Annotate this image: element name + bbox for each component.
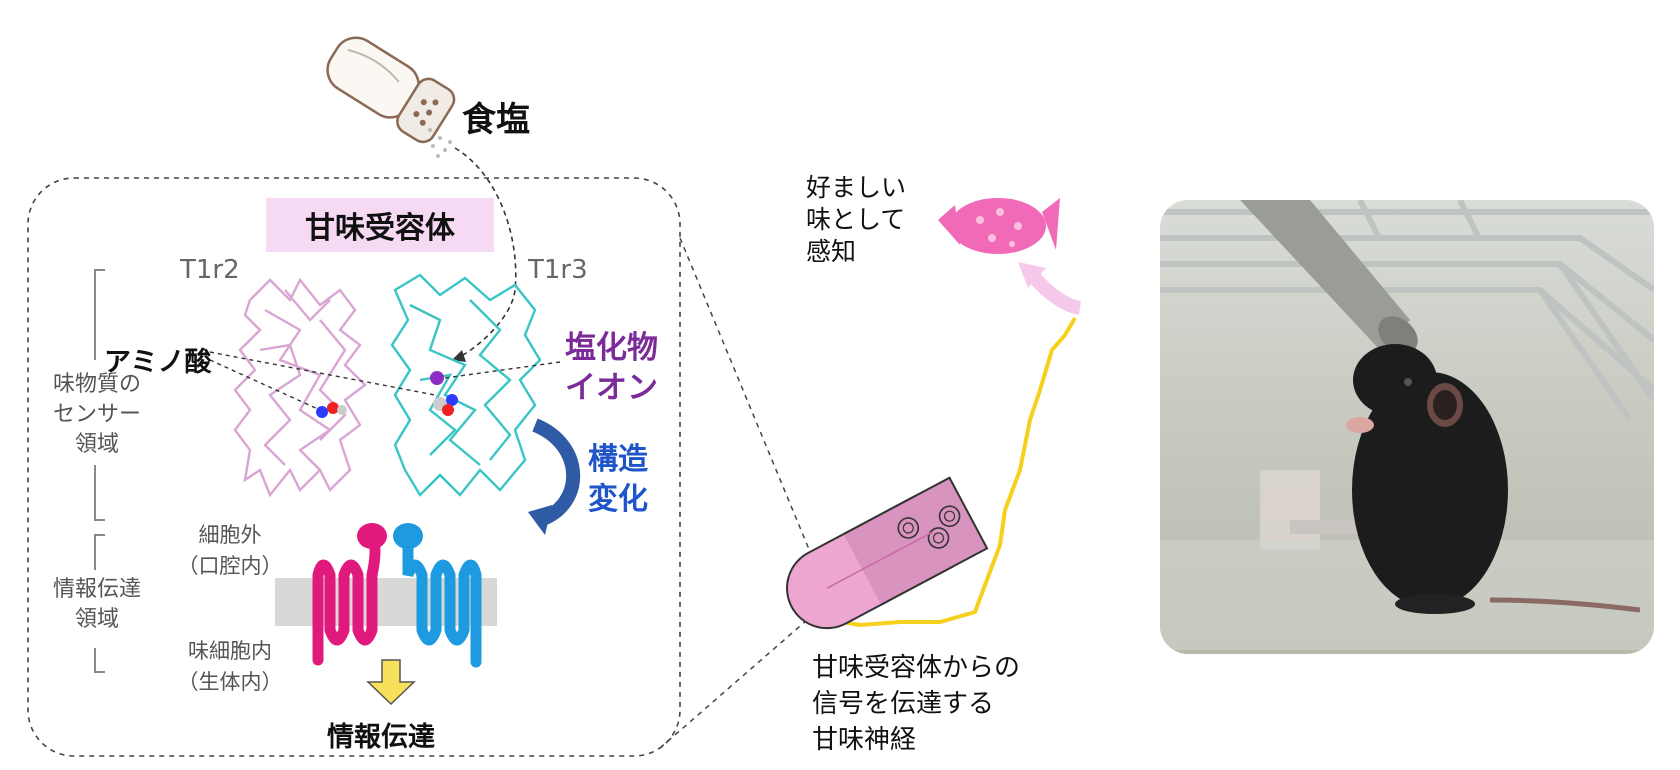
info-transfer-label: 情報伝達 (327, 722, 435, 753)
amino-acid-ligand (316, 402, 347, 418)
transduction-bracket (94, 534, 105, 673)
salt-grains (428, 128, 452, 158)
structural-change-arrow (532, 418, 581, 527)
salt-label: 食塩 (462, 100, 530, 140)
receptor-title: 甘味受容体 (266, 198, 494, 252)
transduction-domain-label: 情報伝達 領域 (22, 575, 172, 635)
t1r3-label: T1r3 (528, 255, 588, 285)
chloride-ion-label: 塩化物 イオン (565, 328, 658, 408)
mouse-icon (1346, 344, 1641, 614)
intra-line-2: （生体内） (177, 670, 283, 694)
sensor-line-3: 領域 (74, 432, 119, 457)
extra-line-2: （口腔内） (177, 554, 283, 578)
t1r3-transmembrane (402, 529, 482, 668)
transduce-line-2: 領域 (74, 607, 119, 632)
t1r2-label: T1r2 (180, 255, 240, 285)
extracellular-label: 細胞外 （口腔内） (170, 520, 290, 582)
mouse-photo-art (1160, 200, 1654, 650)
zoom-line-top (679, 237, 831, 601)
mouse-photo (1160, 200, 1654, 654)
pref-line-3: 感知 (806, 237, 857, 266)
candy-icon (938, 198, 1060, 254)
t1r2-transmembrane (312, 529, 381, 666)
chloride-ion-ligand (430, 371, 458, 416)
struct-line-2: 変化 (588, 482, 648, 517)
preferred-taste-label: 好ましい 味として 感知 (806, 172, 906, 268)
sensor-line-1: 味物質の (52, 372, 141, 397)
sweet-nerve-label: 甘味受容体からの 信号を伝達する 甘味神経 (812, 650, 1020, 758)
pref-line-2: 味として (806, 205, 906, 234)
zoom-line-bottom (659, 599, 831, 749)
t1r2-protein-structure (233, 277, 367, 498)
t1r3-head (393, 523, 423, 549)
water-bottle-tube (1240, 200, 1418, 354)
chloride-line-2: イオン (565, 370, 658, 406)
chloride-line-1: 塩化物 (565, 330, 658, 366)
t1r3-protein-structure (390, 273, 542, 497)
receptor-panel-outline (27, 177, 681, 757)
taste-nerve-line (817, 316, 1077, 628)
nerve-line-2: 信号を伝達する (812, 689, 995, 719)
sensor-bracket (94, 269, 105, 521)
chloride-pointer (444, 361, 561, 379)
salt-path-line (451, 147, 517, 361)
salt-shaker-icon (326, 36, 456, 144)
amino-pointer-1 (209, 351, 436, 396)
nerve-line-1: 甘味受容体からの (812, 653, 1021, 683)
info-down-arrow (366, 659, 416, 706)
taste-cell-icon (786, 476, 989, 630)
nerve-line-3: 甘味神経 (812, 725, 917, 755)
extra-line-1: 細胞外 (198, 523, 262, 547)
structural-change-label: 構造 変化 (588, 440, 648, 520)
struct-line-1: 構造 (588, 442, 648, 477)
sensor-line-2: センサー (52, 402, 141, 427)
intracellular-label: 味細胞内 （生体内） (160, 636, 300, 698)
amino-acid-label: アミノ酸 (104, 347, 212, 378)
t1r2-head (357, 523, 387, 549)
intra-line-1: 味細胞内 (188, 639, 272, 663)
transduce-line-1: 情報伝達 (52, 577, 141, 602)
pref-line-1: 好ましい (806, 173, 907, 202)
sensor-domain-label: 味物質の センサー 領域 (22, 370, 172, 460)
